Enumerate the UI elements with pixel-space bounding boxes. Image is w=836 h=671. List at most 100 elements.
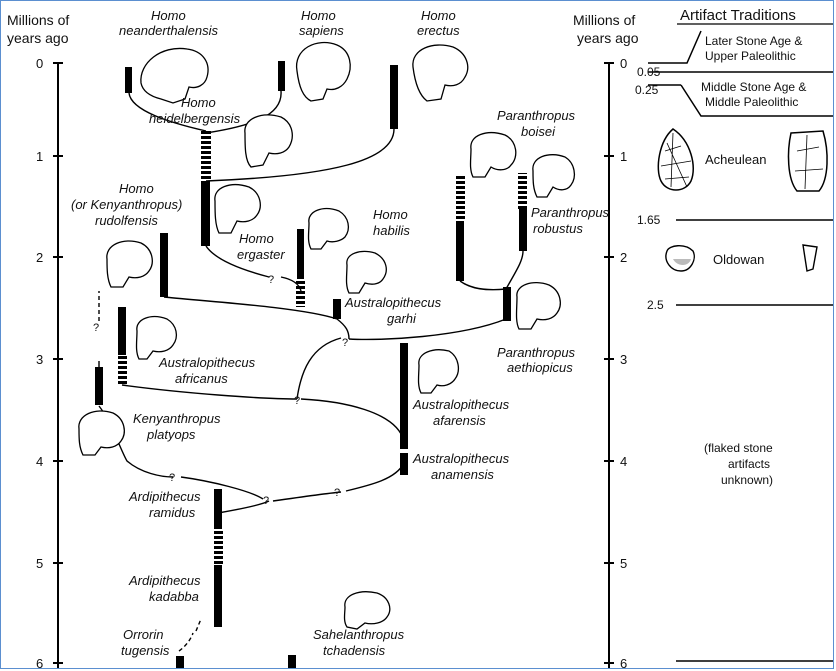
range-bar-habilis-uncertain bbox=[296, 279, 305, 307]
right-tick-4: 4 bbox=[620, 454, 627, 469]
label-kadabba-species: kadabba bbox=[149, 589, 199, 604]
right-axis: Millions of years ago 0 1 2 3 4 5 6 bbox=[573, 12, 639, 668]
uncertainty-marks: ? ? ? ? ? ? ? bbox=[93, 274, 348, 507]
skull-heidelbergensis-icon bbox=[244, 114, 293, 168]
label-ergaster-species: ergaster bbox=[237, 247, 285, 262]
range-bar-heidelbergensis bbox=[201, 131, 211, 181]
lineage-connectors bbox=[98, 90, 524, 652]
label-africanus-genus: Australopithecus bbox=[158, 355, 256, 370]
skull-ergaster-icon bbox=[214, 184, 261, 234]
left-tick-4: 4 bbox=[36, 454, 43, 469]
range-bar-africanus bbox=[118, 307, 126, 355]
acheulean-label: Acheulean bbox=[705, 152, 766, 167]
left-tick-1: 1 bbox=[36, 149, 43, 164]
skull-habilis-icon bbox=[307, 208, 350, 250]
range-bar-robustus-uncertain bbox=[518, 173, 527, 209]
range-bar-boisei-uncertain bbox=[456, 176, 465, 221]
label-neanderthalensis-genus: Homo bbox=[151, 8, 186, 23]
right-tick-2: 2 bbox=[620, 250, 627, 265]
left-tick-3: 3 bbox=[36, 352, 43, 367]
left-tick-5: 5 bbox=[36, 556, 43, 571]
range-bar-platyops bbox=[95, 367, 103, 405]
right-axis-title-line1: Millions of bbox=[573, 12, 635, 28]
unknown-label-3: unknown) bbox=[721, 473, 773, 487]
label-sahelanthropus-species: tchadensis bbox=[323, 643, 386, 658]
middle-stone-age-label-1: Middle Stone Age & bbox=[701, 80, 806, 94]
unknown-label-2: artifacts bbox=[728, 457, 770, 471]
label-sapiens-genus: Homo bbox=[301, 8, 336, 23]
acheulean-handaxe-icon bbox=[657, 128, 694, 191]
range-bar-ergaster bbox=[201, 181, 210, 246]
question-mark: ? bbox=[169, 472, 175, 484]
question-mark: ? bbox=[342, 337, 348, 349]
label-anamensis-species: anamensis bbox=[431, 467, 494, 482]
label-ramidus-species: ramidus bbox=[149, 505, 196, 520]
label-platyops-species: platyops bbox=[146, 427, 196, 442]
label-rudolfensis-genus: Homo bbox=[119, 181, 154, 196]
range-bar-aethiopicus bbox=[503, 287, 511, 321]
range-bar-garhi bbox=[333, 299, 341, 319]
right-axis-title-line2: years ago bbox=[577, 30, 639, 46]
range-bar-erectus bbox=[390, 65, 398, 129]
range-bar-afarensis bbox=[400, 343, 408, 449]
question-mark: ? bbox=[263, 495, 269, 507]
question-mark: ? bbox=[93, 322, 99, 334]
species-range-bars bbox=[95, 61, 527, 668]
label-ramidus-genus: Ardipithecus bbox=[128, 489, 201, 504]
skull-boisei-icon bbox=[469, 132, 517, 178]
tick-2-5: 2.5 bbox=[647, 298, 664, 312]
artifact-traditions-title: Artifact Traditions bbox=[680, 7, 796, 24]
label-garhi-species: garhi bbox=[387, 311, 417, 326]
skull-rudolfensis-icon bbox=[106, 240, 153, 288]
question-mark: ? bbox=[334, 487, 340, 499]
label-boisei-genus: Paranthropus bbox=[497, 108, 576, 123]
label-kadabba-genus: Ardipithecus bbox=[128, 573, 201, 588]
label-boisei-species: boisei bbox=[521, 124, 556, 139]
label-erectus-genus: Homo bbox=[421, 8, 456, 23]
label-orrorin-genus: Orrorin bbox=[123, 627, 163, 642]
skull-erectus-icon bbox=[412, 44, 469, 102]
label-neanderthalensis-species: neanderthalensis bbox=[119, 23, 219, 38]
skull-aethiopicus-icon bbox=[515, 282, 561, 330]
range-bar-africanus-uncertain bbox=[118, 355, 127, 385]
middle-stone-age-label-2: Middle Paleolithic bbox=[705, 95, 798, 109]
label-habilis-species: habilis bbox=[373, 223, 410, 238]
label-heidelbergensis-species: heidelbergensis bbox=[149, 111, 241, 126]
label-robustus-genus: Paranthropus bbox=[531, 205, 610, 220]
label-anamensis-genus: Australopithecus bbox=[412, 451, 510, 466]
right-tick-0: 0 bbox=[620, 56, 627, 71]
label-heidelbergensis-genus: Homo bbox=[181, 95, 216, 110]
skull-africanus-icon bbox=[135, 316, 178, 360]
skull-platyops-icon bbox=[78, 410, 125, 456]
right-tick-1: 1 bbox=[620, 149, 627, 164]
skull-robustus-icon bbox=[532, 154, 576, 198]
skull-sapiens-icon bbox=[296, 41, 351, 102]
skull-garhi-icon bbox=[345, 250, 387, 294]
range-bar-orrorin bbox=[176, 656, 184, 668]
skull-illustrations bbox=[78, 41, 576, 630]
left-tick-0: 0 bbox=[36, 56, 43, 71]
range-bar-habilis bbox=[297, 229, 304, 279]
range-bar-anamensis bbox=[400, 453, 408, 475]
later-stone-age-label-2: Upper Paleolithic bbox=[705, 49, 796, 63]
left-axis-title-line2: years ago bbox=[7, 30, 69, 46]
tick-0-25: 0.25 bbox=[635, 83, 659, 97]
label-rudolfensis-alt: (or Kenyanthropus) bbox=[71, 197, 182, 212]
label-habilis-genus: Homo bbox=[373, 207, 408, 222]
oldowan-chopper-icon bbox=[665, 245, 695, 272]
left-axis-title-line1: Millions of bbox=[7, 12, 69, 28]
label-platyops-genus: Kenyanthropus bbox=[133, 411, 221, 426]
left-tick-2: 2 bbox=[36, 250, 43, 265]
label-aethiopicus-species: aethiopicus bbox=[507, 360, 573, 375]
range-bar-sapiens bbox=[278, 61, 285, 91]
range-bar-ramidus-uncertain bbox=[214, 529, 223, 565]
range-bar-boisei bbox=[456, 221, 464, 281]
oldowan-flake-icon bbox=[802, 244, 818, 272]
range-bar-neanderthalensis bbox=[125, 67, 132, 93]
label-erectus-species: erectus bbox=[417, 23, 460, 38]
left-tick-6: 6 bbox=[36, 656, 43, 669]
question-mark: ? bbox=[294, 395, 300, 407]
label-africanus-species: africanus bbox=[175, 371, 228, 386]
species-labels: Homo neanderthalensis Homo sapiens Homo … bbox=[71, 8, 610, 658]
